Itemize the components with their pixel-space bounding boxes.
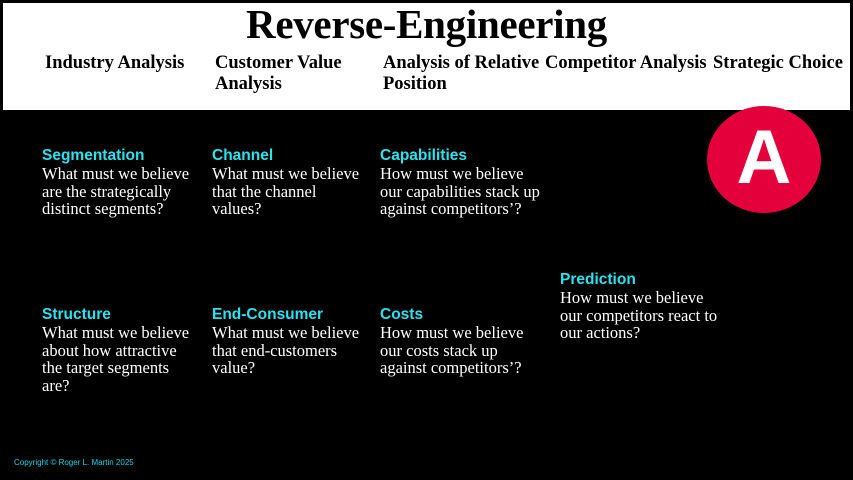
column-header-industry-analysis: Industry Analysis <box>45 53 185 73</box>
column-header-analysis-of-relative-position: Analysis of Relative Position <box>383 53 540 94</box>
cell-title-segmentation: Segmentation <box>42 147 145 164</box>
cell-structure: Structure What must we believe about how… <box>42 306 192 394</box>
cell-title-prediction: Prediction <box>560 271 636 288</box>
cell-body-capabilities: How must we believe our capabilities sta… <box>380 164 540 219</box>
cell-body-costs: How must we believe our costs stack up a… <box>380 323 524 378</box>
column-header-strategic-choice: Strategic Choice <box>713 53 843 73</box>
cell-body-segmentation: What must we believe are the strategical… <box>42 164 190 219</box>
cell-channel: Channel What must we believe that the ch… <box>212 147 362 218</box>
cell-title-end-consumer: End-Consumer <box>212 306 324 323</box>
cell-costs: Costs How must we believe our costs stac… <box>380 306 540 377</box>
cell-title-capabilities: Capabilities <box>380 147 467 164</box>
cell-body-structure: What must we believe about how attractiv… <box>42 323 190 395</box>
cell-segmentation: Segmentation What must we believe are th… <box>42 147 192 218</box>
cell-body-prediction: How must we believe our competitors reac… <box>560 288 718 343</box>
cell-title-channel: Channel <box>212 147 274 164</box>
cell-title-costs: Costs <box>380 306 424 323</box>
column-header-competitor-analysis: Competitor Analysis <box>545 53 707 73</box>
page-title: Reverse-Engineering <box>246 1 607 47</box>
red-circle-badge-icon: A <box>707 106 821 213</box>
header-band: Reverse-Engineering Industry Analysis Cu… <box>3 1 850 110</box>
copyright-notice: Copyright © Roger L. Martin 2025 <box>14 458 134 467</box>
cell-body-channel: What must we believe that the channel va… <box>212 164 360 219</box>
cell-end-consumer: End-Consumer What must we believe that e… <box>212 306 370 377</box>
badge-letter: A <box>736 114 792 200</box>
cell-title-structure: Structure <box>42 306 111 323</box>
column-header-customer-value-analysis: Customer Value Analysis <box>215 53 342 94</box>
cell-body-end-consumer: What must we believe that end-customers … <box>212 323 360 378</box>
cell-prediction: Prediction How must we believe our compe… <box>560 271 720 342</box>
cell-capabilities: Capabilities How must we believe our cap… <box>380 147 540 218</box>
